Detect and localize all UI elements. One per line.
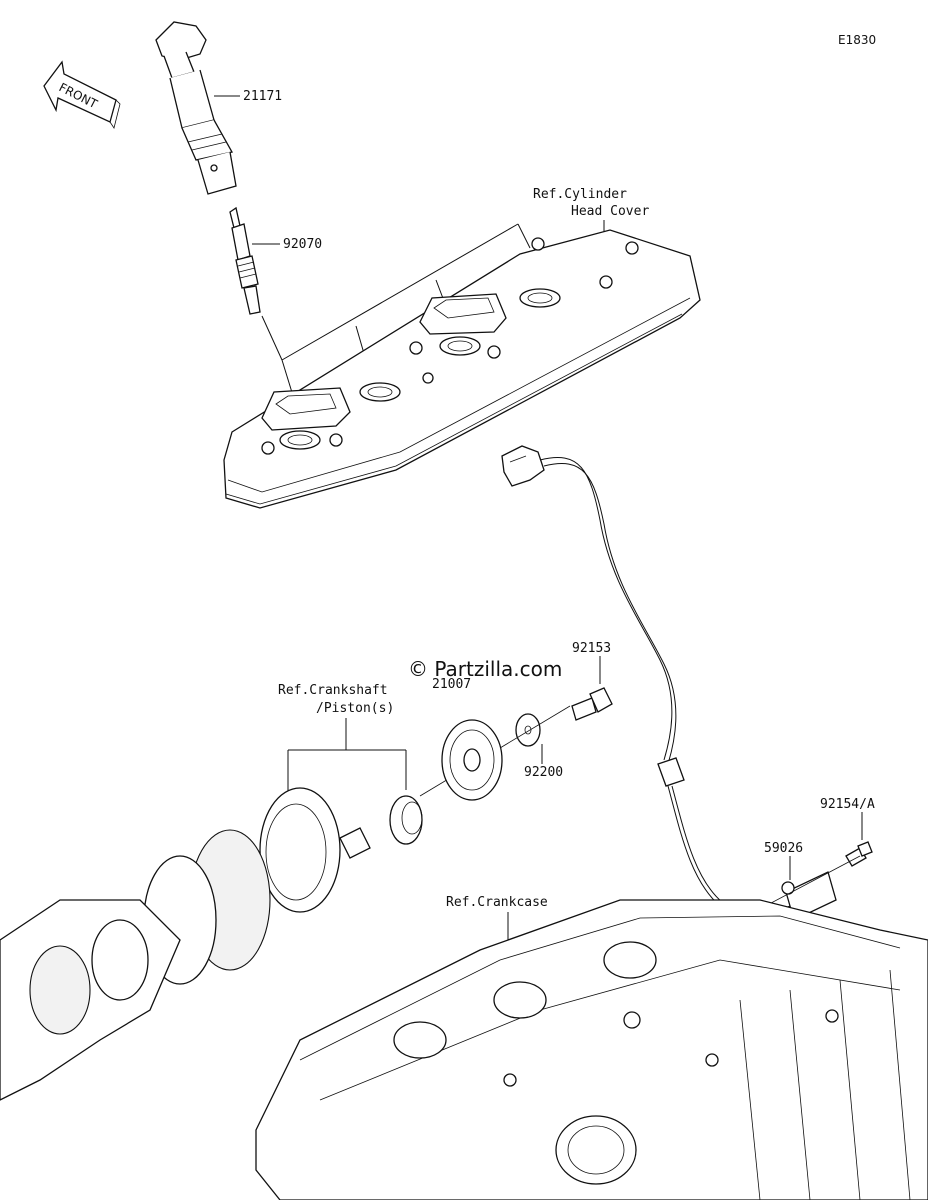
ignition-coil[interactable] bbox=[155, 21, 237, 195]
ref-cylinder-head-cover-line2: Head Cover bbox=[571, 204, 649, 219]
ref-cylinder-head-cover-line1: Ref.Cylinder bbox=[533, 187, 627, 202]
crank-gear bbox=[389, 795, 423, 845]
ref-crankcase: Ref.Crankcase bbox=[446, 895, 548, 910]
bolt-92153[interactable] bbox=[571, 687, 613, 721]
cylinder-head-cover bbox=[223, 229, 701, 509]
rotor-21007[interactable] bbox=[441, 719, 503, 801]
diagram-code: E1830 bbox=[838, 33, 876, 47]
part-number-92200[interactable]: 92200 bbox=[524, 765, 563, 780]
crankcase bbox=[255, 899, 928, 1200]
bolt-92154a[interactable] bbox=[845, 841, 873, 867]
part-number-59026[interactable]: 59026 bbox=[764, 841, 803, 856]
part-number-92153[interactable]: 92153 bbox=[572, 641, 611, 656]
watermark: © Partzilla.com bbox=[408, 657, 562, 681]
part-number-21171[interactable]: 21171 bbox=[243, 89, 282, 104]
part-number-21007[interactable]: 21007 bbox=[432, 677, 471, 692]
part-number-92070[interactable]: 92070 bbox=[283, 237, 322, 252]
front-arrow-icon: FRONT bbox=[43, 60, 121, 129]
ref-crankshaft-line2: /Piston(s) bbox=[316, 701, 394, 716]
sensor-wire bbox=[501, 445, 791, 918]
spark-plug[interactable] bbox=[229, 206, 261, 315]
washer-92200[interactable] bbox=[515, 713, 541, 747]
ref-crankshaft-line1: Ref.Crankshaft bbox=[278, 683, 388, 698]
crankshaft bbox=[0, 787, 371, 1101]
part-number-92154a[interactable]: 92154/A bbox=[820, 797, 875, 812]
